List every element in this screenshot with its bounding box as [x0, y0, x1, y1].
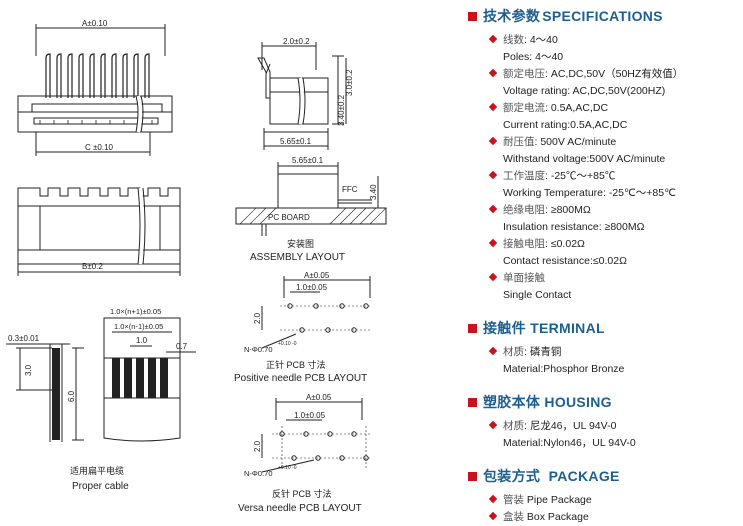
- spec-item-en: Voltage rating: AC,DC,50V(200HZ): [503, 85, 666, 97]
- dim-side-top: 2.0±0.2: [283, 37, 310, 46]
- assembly-title-zh: 安装图: [287, 238, 314, 249]
- housing-heading: 塑胶本体 HOUSING: [468, 392, 740, 412]
- diamond-bullet-icon: [488, 238, 498, 248]
- pos-dim-hole: N-Φ0.70: [244, 345, 273, 354]
- dim-c: C ±0.10: [85, 143, 114, 152]
- cable-title-en: Proper cable: [72, 481, 129, 492]
- side-view: 2.0±0.2 3.40±0.2 3.0±0.2 5.65±0.1: [257, 37, 354, 150]
- assembly-view: 5.65±0.1 FFC 3.40 PC BOARD 安装图 ASSEMBLY …: [235, 156, 387, 263]
- versa-title-en: Versa needle PCB LAYOUT: [238, 503, 362, 514]
- technical-drawing: A±0.10 C ±0.10 2.0±0.2: [6, 19, 387, 514]
- dim-side-h2: 3.0±0.2: [345, 69, 354, 96]
- pos-dim-v: 2.0: [253, 312, 262, 324]
- section-square-icon: [468, 11, 477, 21]
- spec-item: 线数: 4～40: [468, 32, 740, 49]
- cable-dim-07: 0.7: [176, 342, 188, 351]
- pos-tol: +0.10 -0: [278, 341, 297, 347]
- diamond-bullet-icon: [488, 102, 498, 112]
- versa-dim-hole: N-Φ0.70: [244, 469, 273, 478]
- package-heading: 包装方式 PACKAGE: [468, 466, 740, 486]
- diamond-bullet-icon: [488, 68, 498, 78]
- terminal-material-en: Material:Phosphor Bronze: [503, 363, 625, 375]
- diamond-bullet-icon: [488, 204, 498, 214]
- dim-b: B±0.2: [82, 262, 103, 271]
- spec-list: 线数: 4～40 Poles: 4～40 额定电压: AC,DC,50V（50H…: [468, 32, 740, 304]
- dim-a: A±0.10: [82, 19, 108, 28]
- diamond-bullet-icon: [488, 136, 498, 146]
- spec-item-en: Insulation resistance: ≥800MΩ: [503, 221, 645, 233]
- spec-item-en: Withstand voltage:500V AC/minute: [503, 153, 666, 165]
- cable-dim-3: 3.0: [24, 364, 33, 376]
- spec-item-en: Contact resistance:≤0.02Ω: [503, 255, 627, 267]
- diamond-bullet-icon: [488, 494, 498, 504]
- dim-asm-top: 5.65±0.1: [292, 156, 324, 165]
- package-item: 管装 Pipe Package: [468, 492, 740, 509]
- spec-item: 绝缘电阻: ≥800MΩ: [468, 202, 740, 219]
- cable-dim-pitch: 1.0: [136, 336, 148, 345]
- cable-dim-thick: 0.3±0.01: [8, 334, 40, 343]
- versa-dim-pitch: 1.0±0.05: [294, 411, 326, 420]
- dim-side-h1: 3.40±0.2: [337, 94, 346, 126]
- section-square-icon: [468, 397, 477, 407]
- pos-dim-a: A±0.05: [304, 271, 330, 280]
- versa-tol: +0.10 -0: [278, 465, 297, 471]
- cable-dim-w1: 1.0×(n+1)±0.05: [110, 307, 161, 316]
- spec-item: 额定电流: 0.5A,AC,DC: [468, 100, 740, 117]
- spec-item: 工作温度: -25℃～+85℃: [468, 168, 740, 185]
- spec-item-en: Working Temperature: -25℃～+85℃: [503, 187, 676, 199]
- spec-title-zh: 技术参数: [483, 8, 541, 24]
- spec-item-en: Current rating:0.5A,AC,DC: [503, 119, 628, 131]
- dim-side-bottom: 5.65±0.1: [280, 137, 312, 146]
- section-square-icon: [468, 323, 477, 333]
- versa-dim-v: 2.0: [253, 440, 262, 452]
- pos-title-zh: 正针 PCB 寸法: [266, 359, 326, 370]
- positive-pcb-layout: A±0.05 1.0±0.05 2.0 N-Φ0.70 +0.10 -0 正针 …: [234, 271, 372, 384]
- versa-pcb-layout: A±0.05 1.0±0.05 2.0 N-Φ0.70 +0.10 -0 反针 …: [238, 393, 372, 514]
- cable-dim-6: 6.0: [67, 390, 76, 402]
- assembly-title-en: ASSEMBLY LAYOUT: [250, 252, 345, 263]
- top-connector-view: A±0.10 C ±0.10: [17, 19, 173, 156]
- spec-item-en: Single Contact: [503, 289, 572, 301]
- ffc-label: FFC: [342, 185, 358, 194]
- cable-dim-w2: 1.0×(n-1)±0.05: [114, 322, 163, 331]
- front-view: B±0.2: [17, 187, 181, 276]
- diamond-bullet-icon: [488, 346, 498, 356]
- diamond-bullet-icon: [488, 511, 498, 521]
- versa-dim-a: A±0.05: [306, 393, 332, 402]
- terminal-heading: 接触件 TERMINAL: [468, 318, 740, 338]
- housing-material-en: Material:Nylon46，UL 94V-0: [503, 437, 636, 449]
- pos-title-en: Positive needle PCB LAYOUT: [234, 373, 367, 384]
- section-square-icon: [468, 471, 477, 481]
- terminal-material: 材质: 磷青铜: [468, 344, 740, 361]
- package-item: 盒装 Box Package: [468, 509, 740, 526]
- diamond-bullet-icon: [488, 272, 498, 282]
- spec-item: 单面接触: [468, 270, 740, 287]
- spec-title-en: SPECIFICATIONS: [542, 8, 663, 24]
- diamond-bullet-icon: [488, 420, 498, 430]
- pc-board-label: PC BOARD: [268, 213, 310, 222]
- cable-view: 0.3±0.01 3.0 6.0 1.0×(n+1)±0.05 1.0×(n-1…: [6, 307, 196, 492]
- cable-title-zh: 适用扁平电缆: [70, 465, 124, 476]
- versa-title-zh: 反针 PCB 寸法: [272, 488, 332, 499]
- housing-material: 材质: 尼龙46，UL 94V-0: [468, 418, 740, 435]
- diamond-bullet-icon: [488, 170, 498, 180]
- pos-dim-pitch: 1.0±0.05: [296, 283, 328, 292]
- spec-item: 额定电压: AC,DC,50V（50HZ有效值）: [468, 66, 740, 83]
- spec-item-en: Poles: 4～40: [503, 51, 564, 63]
- dim-asm-h: 3.40: [369, 184, 378, 200]
- diamond-bullet-icon: [488, 34, 498, 44]
- spec-item: 接触电阻: ≤0.02Ω: [468, 236, 740, 253]
- spec-item: 耐压值: 500V AC/minute: [468, 134, 740, 151]
